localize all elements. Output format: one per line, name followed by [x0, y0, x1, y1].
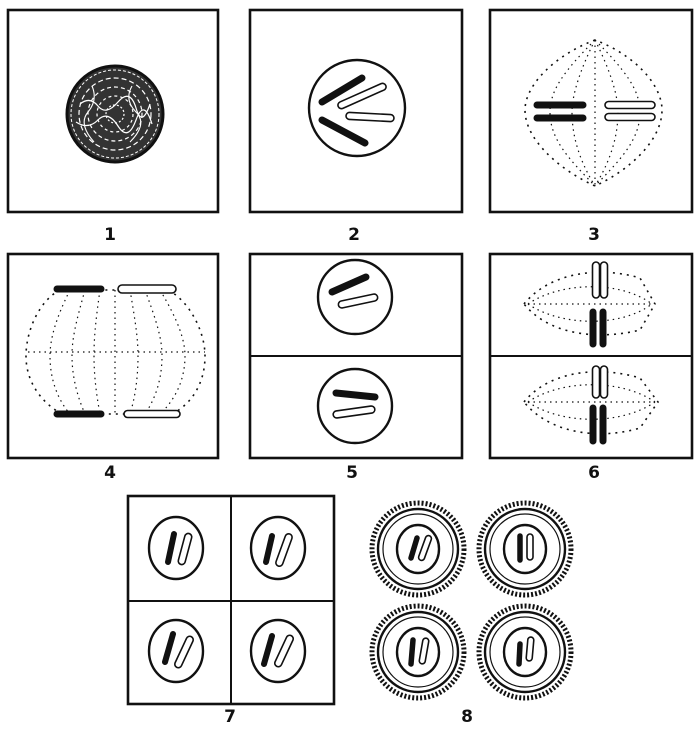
chromosome-light: [605, 114, 655, 121]
panel-5: 5: [250, 254, 462, 483]
panel-4: 4: [8, 254, 218, 483]
panel-6: 6: [490, 254, 692, 483]
panel-label-7: 7: [224, 707, 236, 727]
nucleus: [318, 260, 392, 334]
panel-7: 7: [128, 496, 334, 727]
nucleus: [318, 369, 392, 443]
chromosome-light: [601, 366, 608, 398]
spore: [372, 606, 464, 698]
spore: [479, 503, 571, 595]
spindle: [26, 290, 205, 414]
panel-label-8: 8: [461, 707, 473, 727]
chromosome-light: [605, 102, 655, 109]
nucleus-cell: [149, 517, 203, 579]
panel-4-frame: [8, 254, 218, 458]
chromosome-light: [346, 112, 394, 122]
spore: [372, 503, 464, 595]
chromosome-dark: [336, 393, 375, 397]
reticulate-nucleus: [67, 66, 163, 162]
panel-2: 2: [250, 10, 462, 245]
nucleus-cell: [149, 620, 203, 682]
panel-label-2: 2: [348, 225, 360, 245]
spore: [479, 606, 571, 698]
panel-1: 1: [8, 10, 218, 245]
panel-8: 8: [372, 503, 571, 727]
chromosome-light: [601, 262, 608, 298]
panel-label-5: 5: [346, 463, 358, 483]
panel-3: 3: [490, 10, 692, 245]
chromosome-light: [124, 411, 180, 418]
panel-label-3: 3: [588, 225, 600, 245]
panel-label-4: 4: [104, 463, 116, 483]
panel-3-frame: [490, 10, 692, 212]
nucleus-cell: [251, 620, 305, 682]
nucleus-cell: [251, 517, 305, 579]
panel-label-1: 1: [104, 225, 116, 245]
chromosome-light: [593, 366, 600, 398]
panel-label-6: 6: [588, 463, 600, 483]
chromosome-light: [593, 262, 600, 298]
chromosome-light: [118, 285, 176, 293]
